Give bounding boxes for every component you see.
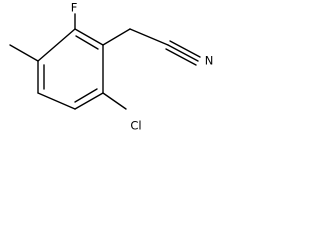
ring-bond-c3-c4: [74, 92, 104, 110]
bond-c6-methyl: [9, 44, 39, 62]
ring-bond-c4-c5: [37, 92, 76, 110]
ring-bond-c6-c1: [37, 28, 76, 62]
ring-double-bond-inner-2: [74, 88, 98, 103]
chlorine-atom-label: Cl: [130, 119, 141, 133]
chemical-structure-canvas: F Cl N: [0, 0, 220, 138]
ring-double-bond-inner-1: [75, 35, 99, 50]
triple-bond-line-1: [167, 44, 199, 62]
ring-bond-c1-c2: [74, 28, 104, 46]
molecule-drawing: F Cl N: [9, 1, 214, 133]
bond-ch2-cn-carbon: [129, 28, 169, 46]
bond-c2-ch2: [102, 28, 131, 46]
triple-bond-line-2: [169, 40, 201, 58]
fluorine-atom-label: F: [71, 1, 78, 15]
triple-bond-line-3: [165, 48, 197, 66]
bond-c3-chlorine: [102, 92, 127, 110]
nitrogen-atom-label: N: [205, 54, 214, 68]
